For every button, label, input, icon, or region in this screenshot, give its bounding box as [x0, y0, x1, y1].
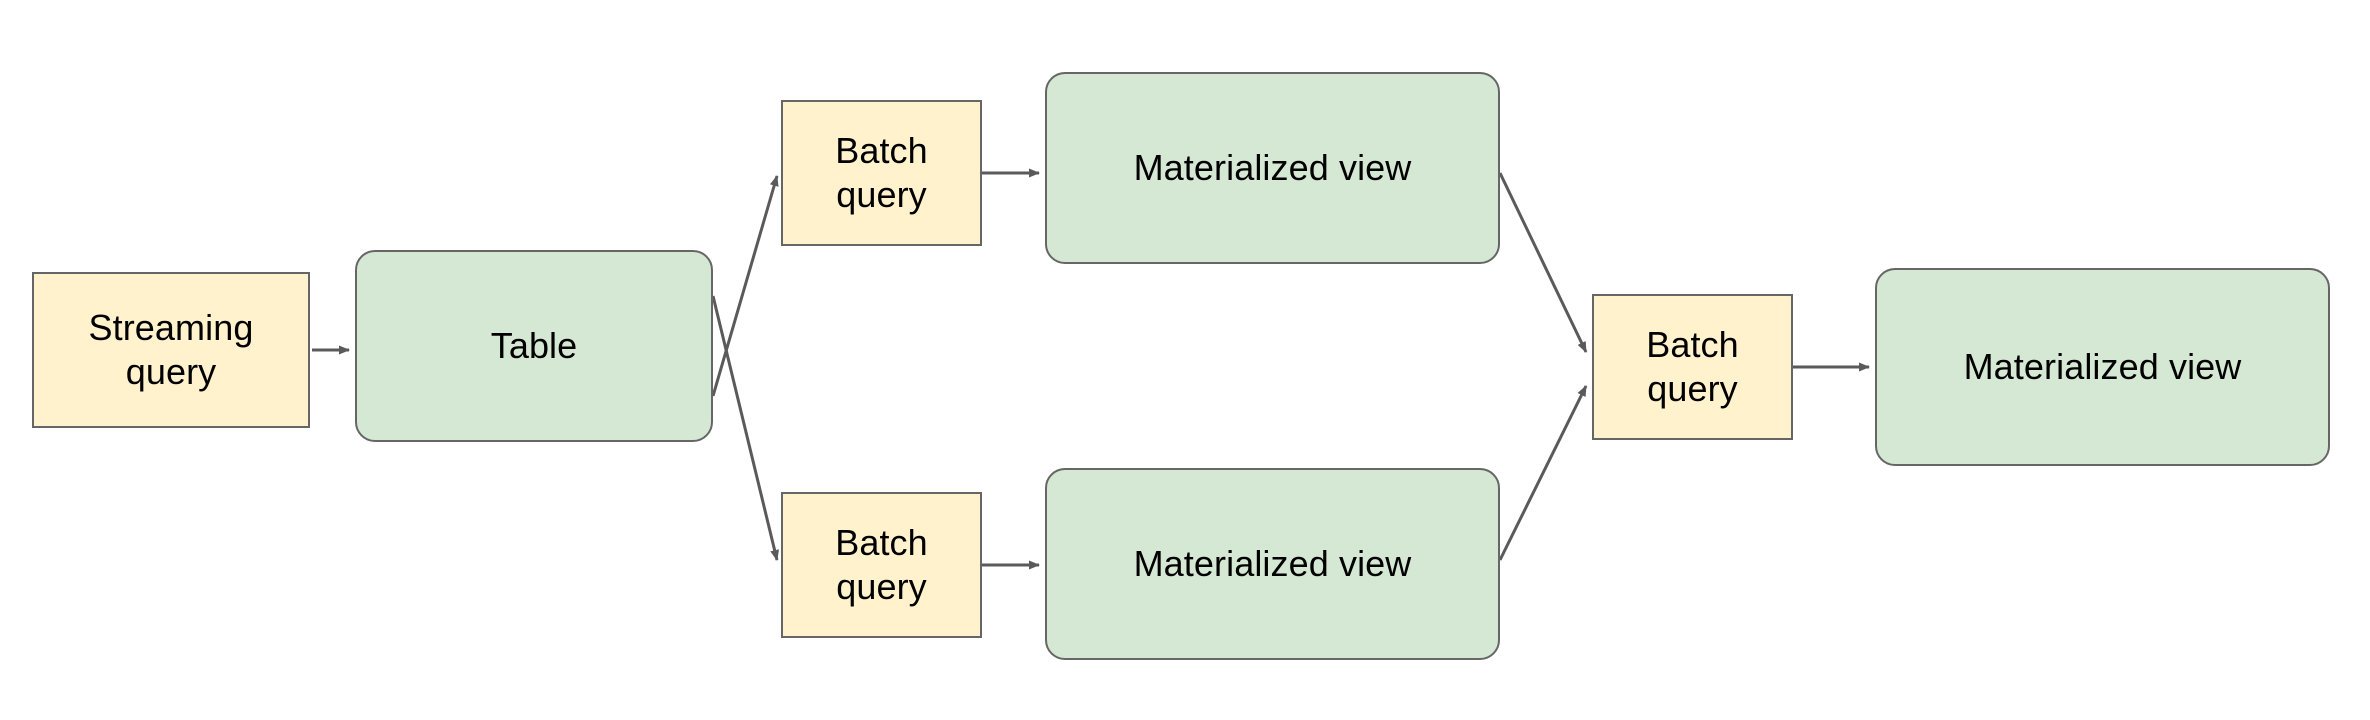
edge-materialized-view-top-to-batch-query-merge	[1498, 172, 1588, 353]
node-materialized-view-bottom[interactable]: Materialized view	[1045, 468, 1500, 660]
node-batch-query-merge[interactable]: Batch query	[1592, 294, 1793, 440]
node-label: Table	[490, 325, 578, 367]
edge-materialized-view-bottom-to-batch-query-merge	[1498, 385, 1588, 561]
node-label: Streaming query	[88, 307, 254, 392]
edge-table-to-batch-query-bottom	[711, 295, 780, 561]
edge-table-to-batch-query-top	[711, 175, 779, 397]
node-label: Materialized view	[1963, 346, 2242, 388]
node-batch-query-top[interactable]: Batch query	[781, 100, 982, 246]
node-batch-query-bottom[interactable]: Batch query	[781, 492, 982, 638]
node-table[interactable]: Table	[355, 250, 713, 442]
node-label: Batch query	[835, 130, 928, 215]
node-materialized-view-top[interactable]: Materialized view	[1045, 72, 1500, 264]
node-label: Materialized view	[1133, 543, 1412, 585]
node-label: Materialized view	[1133, 147, 1412, 189]
node-label: Batch query	[835, 522, 928, 607]
node-materialized-view-final[interactable]: Materialized view	[1875, 268, 2330, 466]
node-streaming-query[interactable]: Streaming query	[32, 272, 310, 428]
node-label: Batch query	[1646, 324, 1739, 409]
